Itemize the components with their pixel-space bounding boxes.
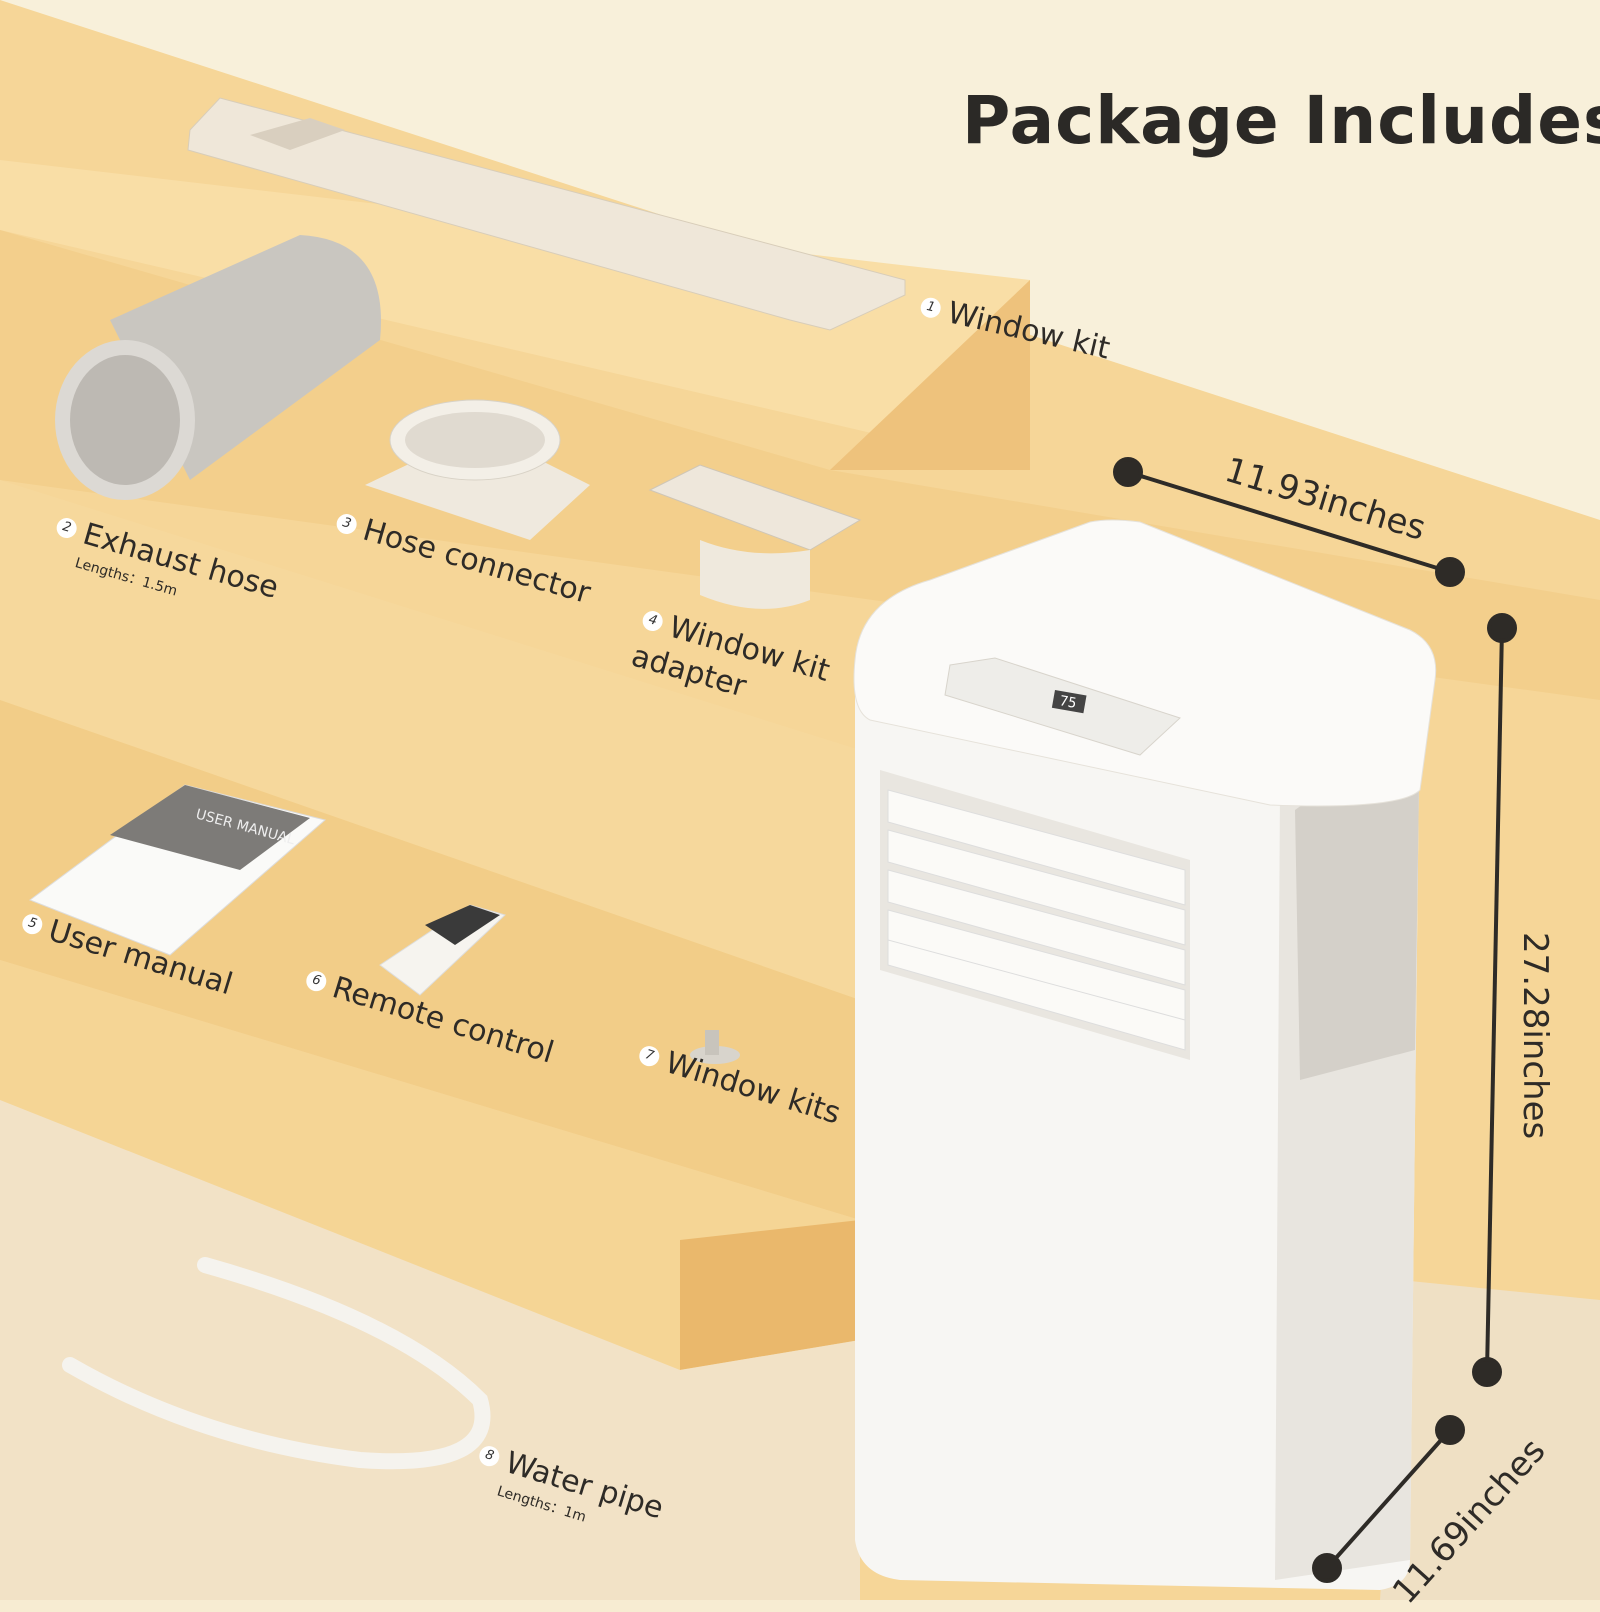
number-badge: 2 xyxy=(54,515,80,541)
number-badge: 6 xyxy=(303,968,329,994)
ac-display: 75 xyxy=(1058,693,1077,712)
remote-control-image xyxy=(379,904,506,996)
portable-ac-unit-image: 75 xyxy=(853,519,1437,1590)
window-kit-adapter-image xyxy=(648,464,862,609)
number-badge: 4 xyxy=(640,608,666,634)
window-kit-image xyxy=(187,97,906,331)
page-title: Package Includes xyxy=(962,82,1600,159)
number-badge: 1 xyxy=(918,295,943,320)
height-dimension: 27.28inches xyxy=(1515,932,1555,1140)
number-badge: 5 xyxy=(19,911,45,937)
hose-connector-image xyxy=(365,399,590,540)
user-manual-image: USER MANUAL xyxy=(28,784,327,956)
water-pipe-image xyxy=(62,1257,491,1470)
dimension-lines xyxy=(1113,457,1517,1583)
exhaust-hose-image xyxy=(55,235,381,500)
number-badge: 8 xyxy=(476,1443,502,1469)
number-badge: 3 xyxy=(334,511,360,537)
number-badge: 7 xyxy=(636,1043,662,1069)
window-kits-screw-image xyxy=(690,1030,740,1064)
